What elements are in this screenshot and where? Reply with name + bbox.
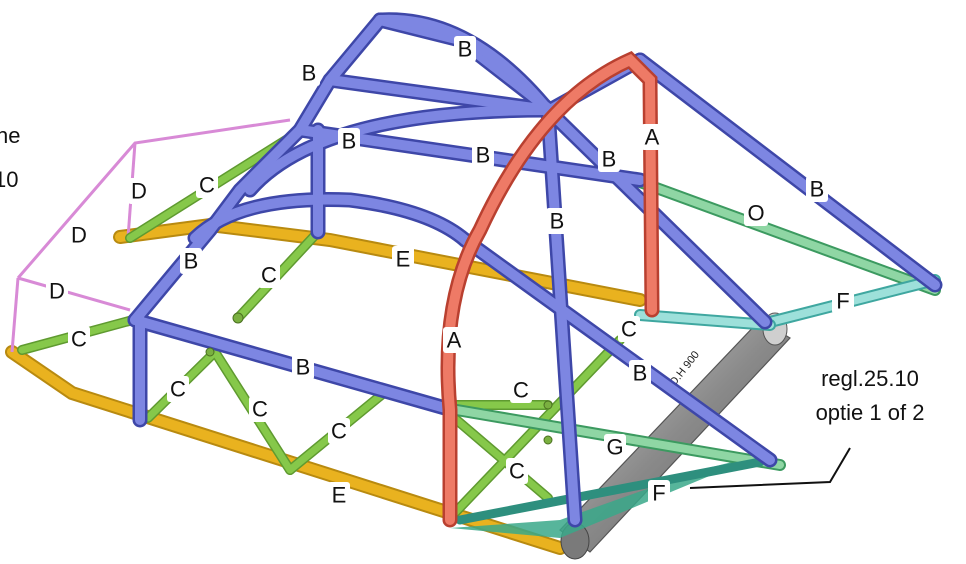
mounting-lugs: [205, 312, 553, 445]
label-d2: D: [68, 222, 90, 248]
label-e1: E: [392, 246, 414, 272]
label-c8: C: [510, 377, 532, 403]
label-c1: C: [196, 172, 218, 198]
label-b3: B: [338, 128, 360, 154]
label-c2: C: [258, 262, 280, 288]
label-e2: E: [328, 482, 350, 508]
svg-text:D: D: [71, 223, 87, 248]
tubes-b: [127, 12, 943, 528]
svg-text:B: B: [458, 37, 473, 62]
svg-text:A: A: [645, 125, 660, 150]
svg-text:B: B: [302, 61, 317, 86]
annotation-line2: optie 1 of 2: [816, 400, 925, 425]
svg-text:C: C: [252, 397, 268, 422]
label-b9: B: [292, 354, 314, 380]
member-labels: B B B B B B B B B B A A C C C C C C C C …: [46, 36, 854, 508]
label-a2: A: [443, 327, 465, 353]
svg-text:B: B: [602, 147, 617, 172]
label-b6: B: [806, 176, 828, 202]
label-b7: B: [546, 208, 568, 234]
svg-text:C: C: [331, 419, 347, 444]
label-c5: C: [249, 396, 271, 422]
tubes-d: [10, 118, 291, 353]
svg-text:F: F: [652, 481, 665, 506]
label-c3: C: [68, 326, 90, 352]
label-c4: C: [167, 376, 189, 402]
label-b1: B: [454, 36, 476, 62]
svg-text:C: C: [513, 378, 529, 403]
legend-cut-line1: he: [0, 123, 20, 148]
label-c6: C: [328, 418, 350, 444]
label-d3: D: [46, 278, 68, 304]
svg-text:E: E: [332, 483, 347, 508]
svg-text:B: B: [633, 361, 648, 386]
annotation-line1: regl.25.10: [821, 366, 919, 391]
label-c7: C: [618, 316, 640, 342]
label-c9: C: [506, 458, 528, 484]
label-a1: A: [641, 124, 663, 150]
svg-text:C: C: [199, 173, 215, 198]
svg-text:C: C: [621, 317, 637, 342]
mounting-plate: [450, 455, 760, 538]
svg-text:E: E: [396, 247, 411, 272]
label-b10: B: [629, 360, 651, 386]
svg-text:G: G: [606, 435, 623, 460]
label-g1: G: [604, 434, 626, 460]
label-b8: B: [180, 248, 202, 274]
svg-text:C: C: [71, 327, 87, 352]
svg-text:B: B: [476, 143, 491, 168]
svg-text:B: B: [342, 129, 357, 154]
label-b4: B: [472, 142, 494, 168]
label-b2: B: [298, 60, 320, 86]
floor-rails-e: [5, 217, 647, 555]
svg-text:C: C: [170, 377, 186, 402]
legend-cut-line2: 10: [0, 167, 18, 192]
svg-text:B: B: [184, 249, 199, 274]
svg-text:A: A: [447, 328, 462, 353]
svg-text:C: C: [261, 263, 277, 288]
annotation-leader: [689, 447, 851, 489]
label-f2: F: [648, 480, 670, 506]
label-o1: O: [744, 200, 768, 226]
svg-text:C: C: [509, 459, 525, 484]
svg-text:D: D: [131, 179, 147, 204]
label-d1: D: [128, 178, 150, 204]
svg-text:B: B: [810, 177, 825, 202]
svg-text:D: D: [49, 279, 65, 304]
svg-text:F: F: [836, 289, 849, 314]
svg-text:B: B: [296, 355, 311, 380]
svg-text:O: O: [747, 201, 764, 226]
label-f1: F: [832, 288, 854, 314]
label-b5: B: [598, 146, 620, 172]
svg-text:B: B: [550, 209, 565, 234]
